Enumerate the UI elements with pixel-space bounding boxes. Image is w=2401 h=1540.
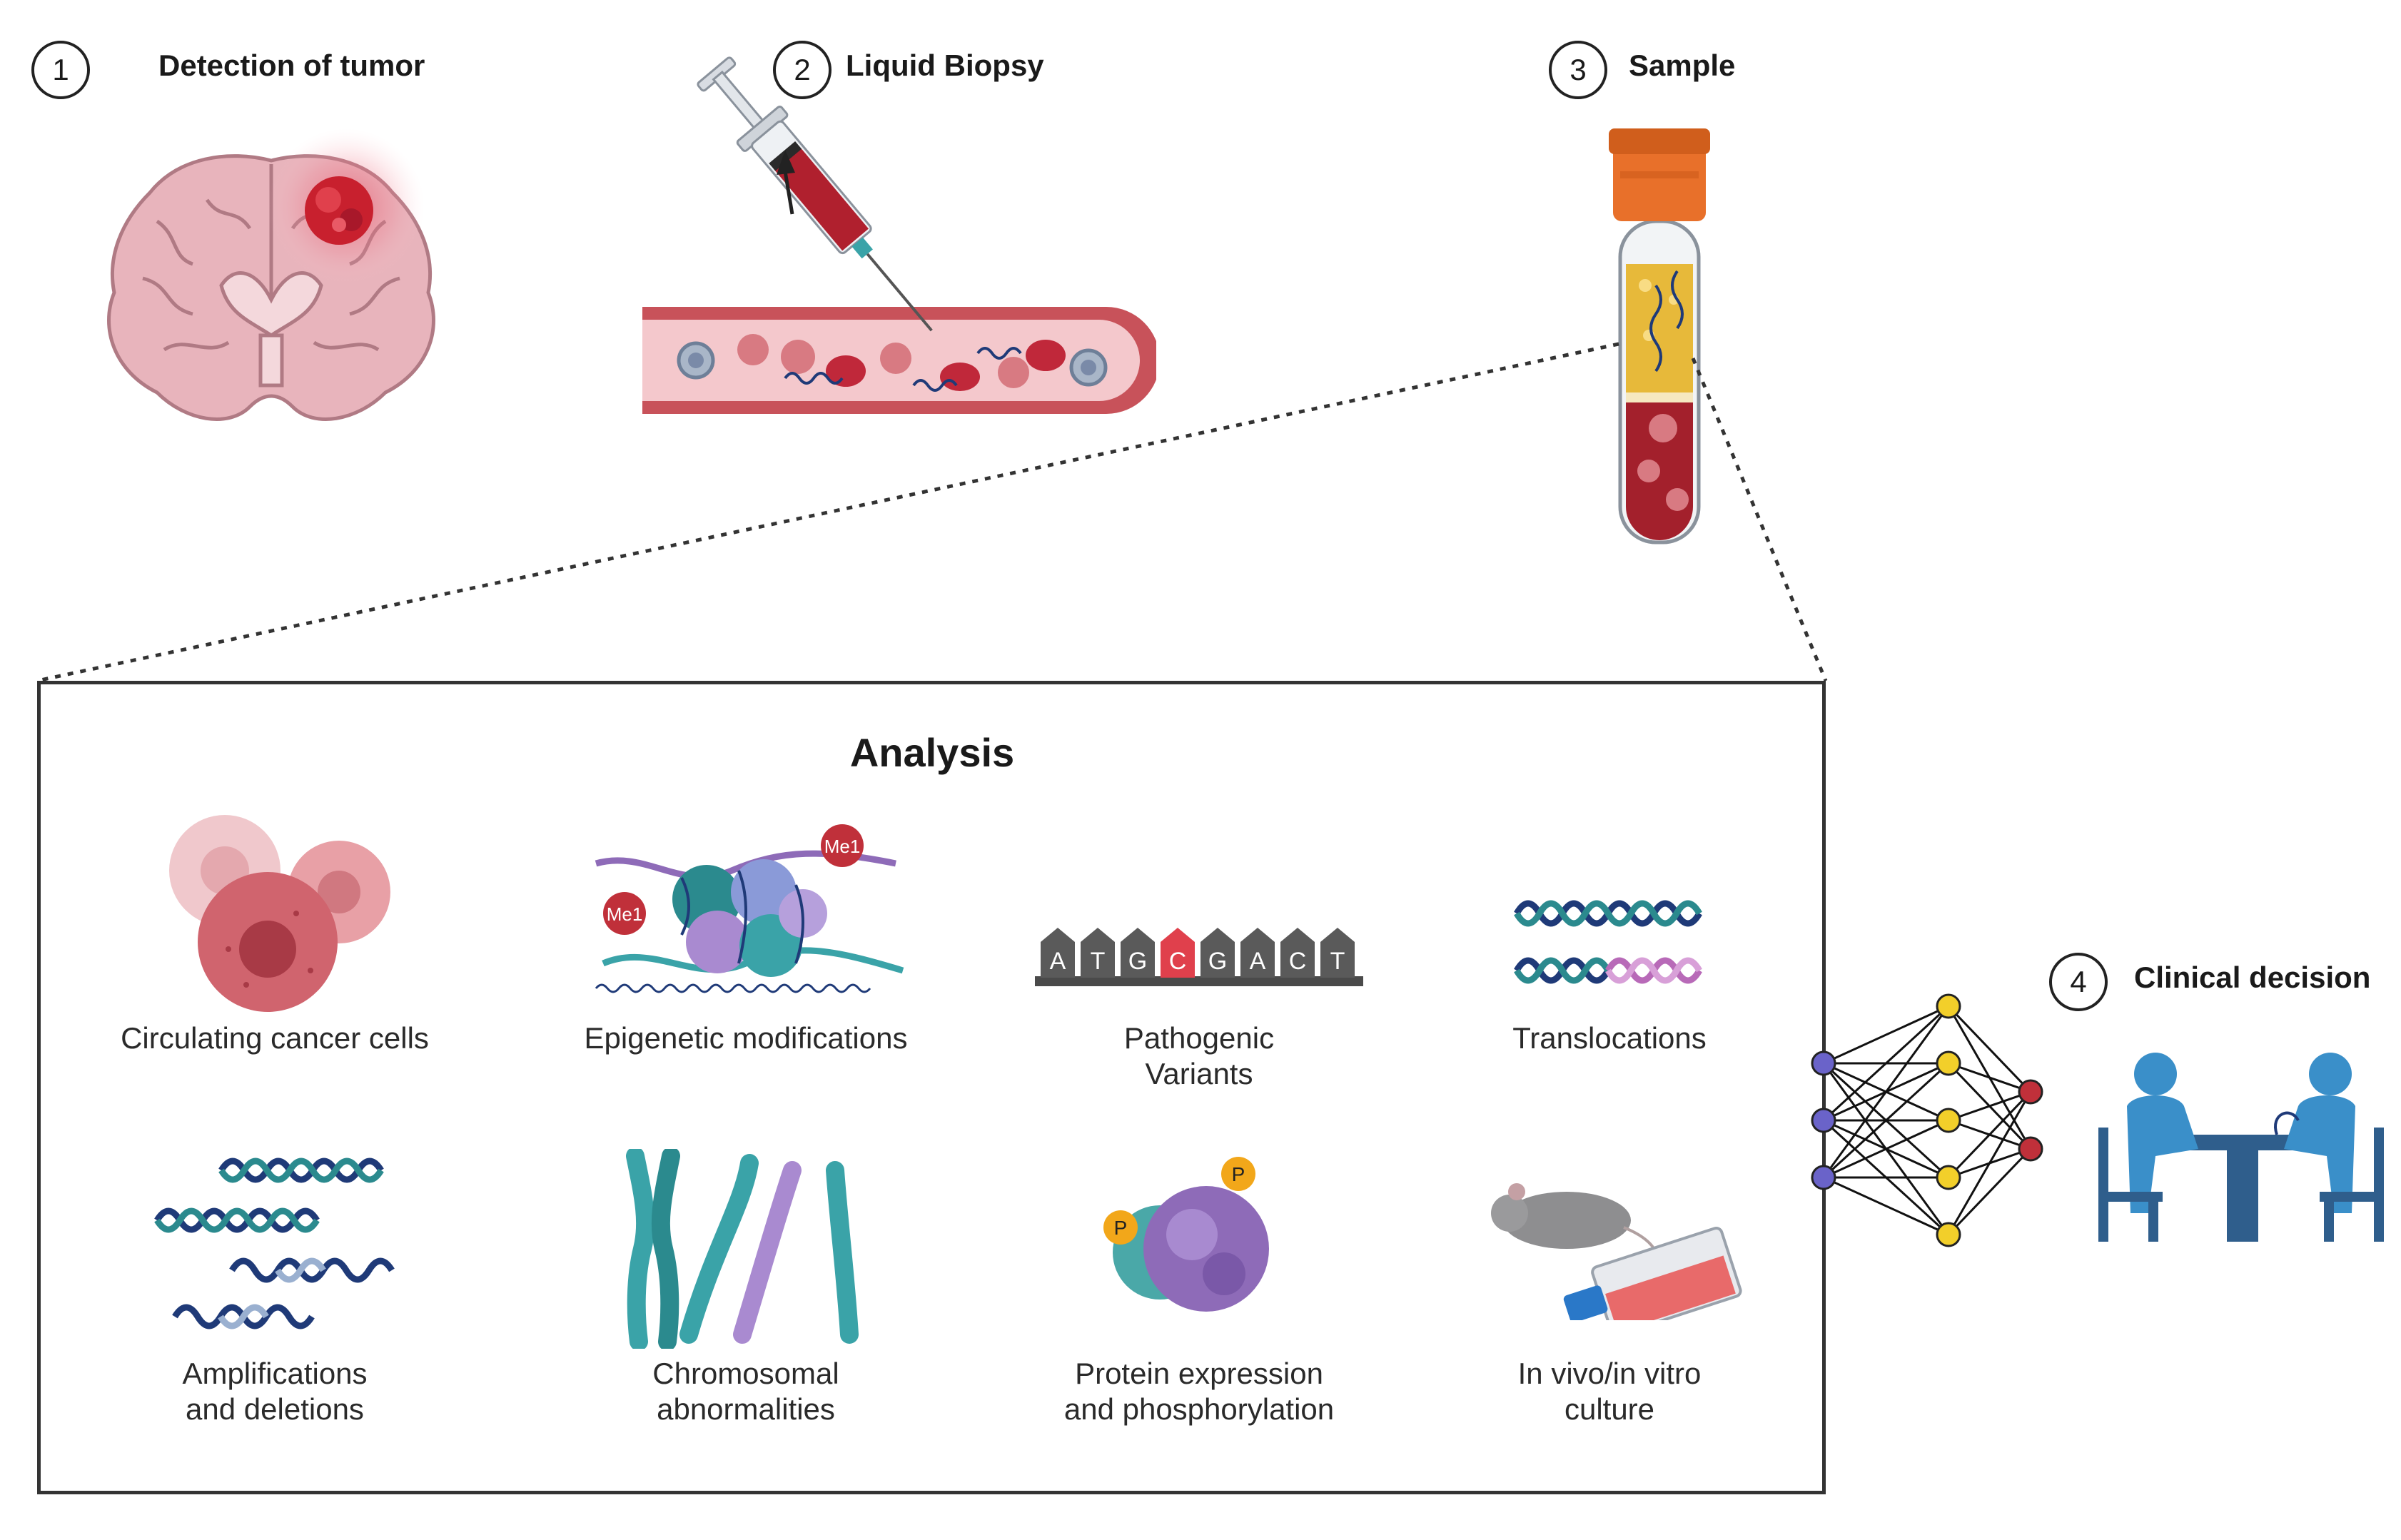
step-2-number: 2 — [773, 41, 831, 99]
network-edge — [1947, 1090, 2032, 1179]
step-4-number: 4 — [2049, 953, 2108, 1011]
network-edge — [1823, 1176, 1949, 1236]
network-edge — [1823, 1005, 1949, 1065]
sequence-base-letter: T — [1091, 948, 1106, 975]
epigenetic-modification-icon: Me1 Me1 — [595, 824, 904, 993]
sequence-base-marker — [1200, 928, 1235, 978]
network-edge — [1823, 1119, 1949, 1179]
sequence-base-marker — [1320, 928, 1355, 978]
step-1-number: 1 — [31, 41, 90, 99]
network-edge — [1948, 1090, 2031, 1122]
network-edge — [1947, 1148, 2032, 1236]
phospho-label-left: P — [1114, 1217, 1128, 1239]
sequence-base-letter: T — [1330, 948, 1345, 975]
network-edge — [1947, 1091, 2032, 1235]
methyl-label-right: Me1 — [824, 836, 861, 857]
analysis-panel — [37, 681, 1826, 1494]
mouse-and-culture-flask-icon — [1491, 1183, 1742, 1320]
network-hidden-node — [1936, 1050, 1961, 1076]
phospho-label-top: P — [1232, 1163, 1245, 1185]
caption-epigenetic-modifications: Epigenetic modifications — [584, 1021, 908, 1055]
network-edge — [1947, 1005, 2032, 1093]
network-edge — [1822, 1005, 1950, 1122]
step-4-title: Clinical decision — [2134, 961, 2371, 994]
phosphorylated-protein-icon: P P — [1103, 1157, 1269, 1312]
network-input-node — [1811, 1050, 1836, 1076]
step-1-title: Detection of tumor — [158, 49, 425, 82]
network-edge — [1948, 1062, 2031, 1093]
network-hidden-node — [1936, 1222, 1961, 1247]
sequence-base-marker — [1121, 928, 1155, 978]
caption-translocations: Translocations — [1512, 1021, 1707, 1055]
sequence-base-letter: A — [1050, 948, 1066, 975]
sequence-base-letter: G — [1208, 948, 1227, 975]
methyl-label-left: Me1 — [607, 903, 643, 925]
sequence-base-letter: C — [1289, 948, 1307, 975]
blood-vessel-icon — [642, 307, 1156, 414]
network-edge — [1822, 1005, 1950, 1178]
doctor-patient-consultation-icon — [2098, 1053, 2384, 1242]
sequence-base-marker — [1280, 928, 1315, 978]
amplification-deletion-dna-icon — [154, 1157, 395, 1329]
sequence-base-marker — [1041, 928, 1075, 978]
sequence-base-marker — [1161, 928, 1195, 978]
network-hidden-node — [1936, 993, 1961, 1019]
chromosome-icon — [626, 1149, 859, 1349]
network-input-node — [1811, 1108, 1836, 1133]
sequence-base-letter: G — [1128, 948, 1147, 975]
step-2-title: Liquid Biopsy — [846, 49, 1044, 82]
network-edge — [1822, 1062, 1950, 1179]
brain-with-tumor-icon — [107, 128, 435, 421]
network-input-node — [1811, 1165, 1836, 1190]
analysis-title: Analysis — [849, 730, 1015, 775]
neural-network-icon — [1811, 993, 2043, 1247]
step-3-number: 3 — [1549, 41, 1607, 99]
sequence-base-letter: C — [1169, 948, 1187, 975]
sequence-base-marker — [1081, 928, 1115, 978]
sequence-base-letter: A — [1250, 948, 1266, 975]
network-hidden-node — [1936, 1108, 1961, 1133]
step-3-title: Sample — [1629, 49, 1736, 82]
network-hidden-node — [1936, 1165, 1961, 1190]
network-output-node — [2018, 1079, 2043, 1105]
circulating-cancer-cells-icon — [169, 815, 390, 1012]
syringe-and-blood-vessel — [642, 56, 1156, 414]
blood-collection-tube-icon — [1609, 128, 1710, 544]
network-output-node — [2018, 1136, 2043, 1162]
sequence-base-marker — [1240, 928, 1275, 978]
caption-circulating-cancer-cells: Circulating cancer cells — [121, 1021, 429, 1055]
translocation-dna-icon — [1514, 900, 1702, 984]
